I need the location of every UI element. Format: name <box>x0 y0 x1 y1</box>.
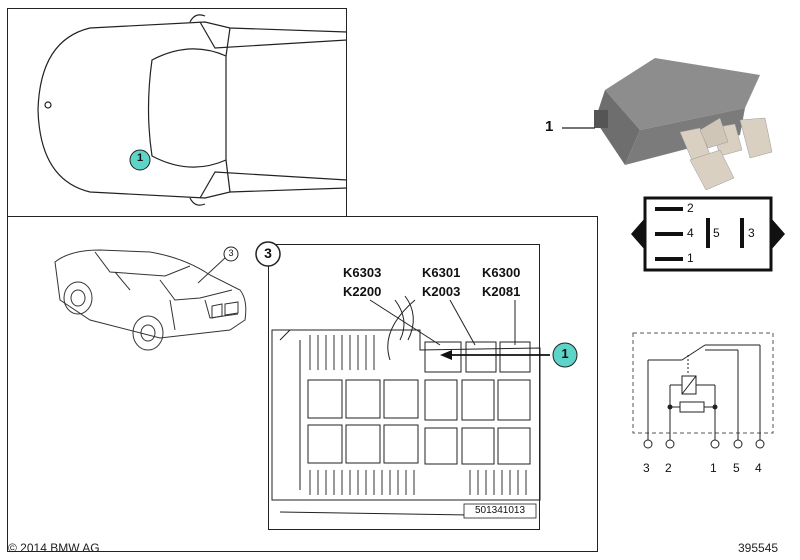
relay-code-k6300: K6300 <box>482 265 521 280</box>
relay-code-k6301: K6301 <box>422 265 461 280</box>
schematic-pin-label-3: 3 <box>643 461 650 475</box>
car-callout-label: 3 <box>228 248 234 258</box>
pinout-pin-5: 5 <box>713 226 720 240</box>
schematic-pin-label-1: 1 <box>710 461 717 475</box>
copyright-text: © 2014 BMW AG <box>8 541 100 555</box>
schematic-pin-label-5: 5 <box>733 461 740 475</box>
pinout-pin-4: 4 <box>687 226 694 240</box>
fuse-box-detail-frame <box>268 244 540 530</box>
pinout-pin-1: 1 <box>687 251 694 265</box>
schematic-pin-label-4: 4 <box>755 461 762 475</box>
top-view-callout-circle <box>129 149 151 171</box>
relay-code-k2081: K2081 <box>482 284 521 299</box>
pinout-pin-2: 2 <box>687 201 694 215</box>
schematic-pin-label-2: 2 <box>665 461 672 475</box>
relay-code-k6303: K6303 <box>343 265 382 280</box>
top-view-callout-label: 1 <box>136 152 144 164</box>
relay-ref-label: 1 <box>545 118 554 135</box>
fuse-callout-label: 1 <box>561 346 569 361</box>
drawing-number: 501341013 <box>474 505 526 516</box>
relay-code-k2003: K2003 <box>422 284 461 299</box>
fuse-box-ref-label: 3 <box>264 245 272 261</box>
relay-code-k2200: K2200 <box>343 284 382 299</box>
diagram-id: 395545 <box>738 541 779 555</box>
pinout-pin-3: 3 <box>748 226 755 240</box>
